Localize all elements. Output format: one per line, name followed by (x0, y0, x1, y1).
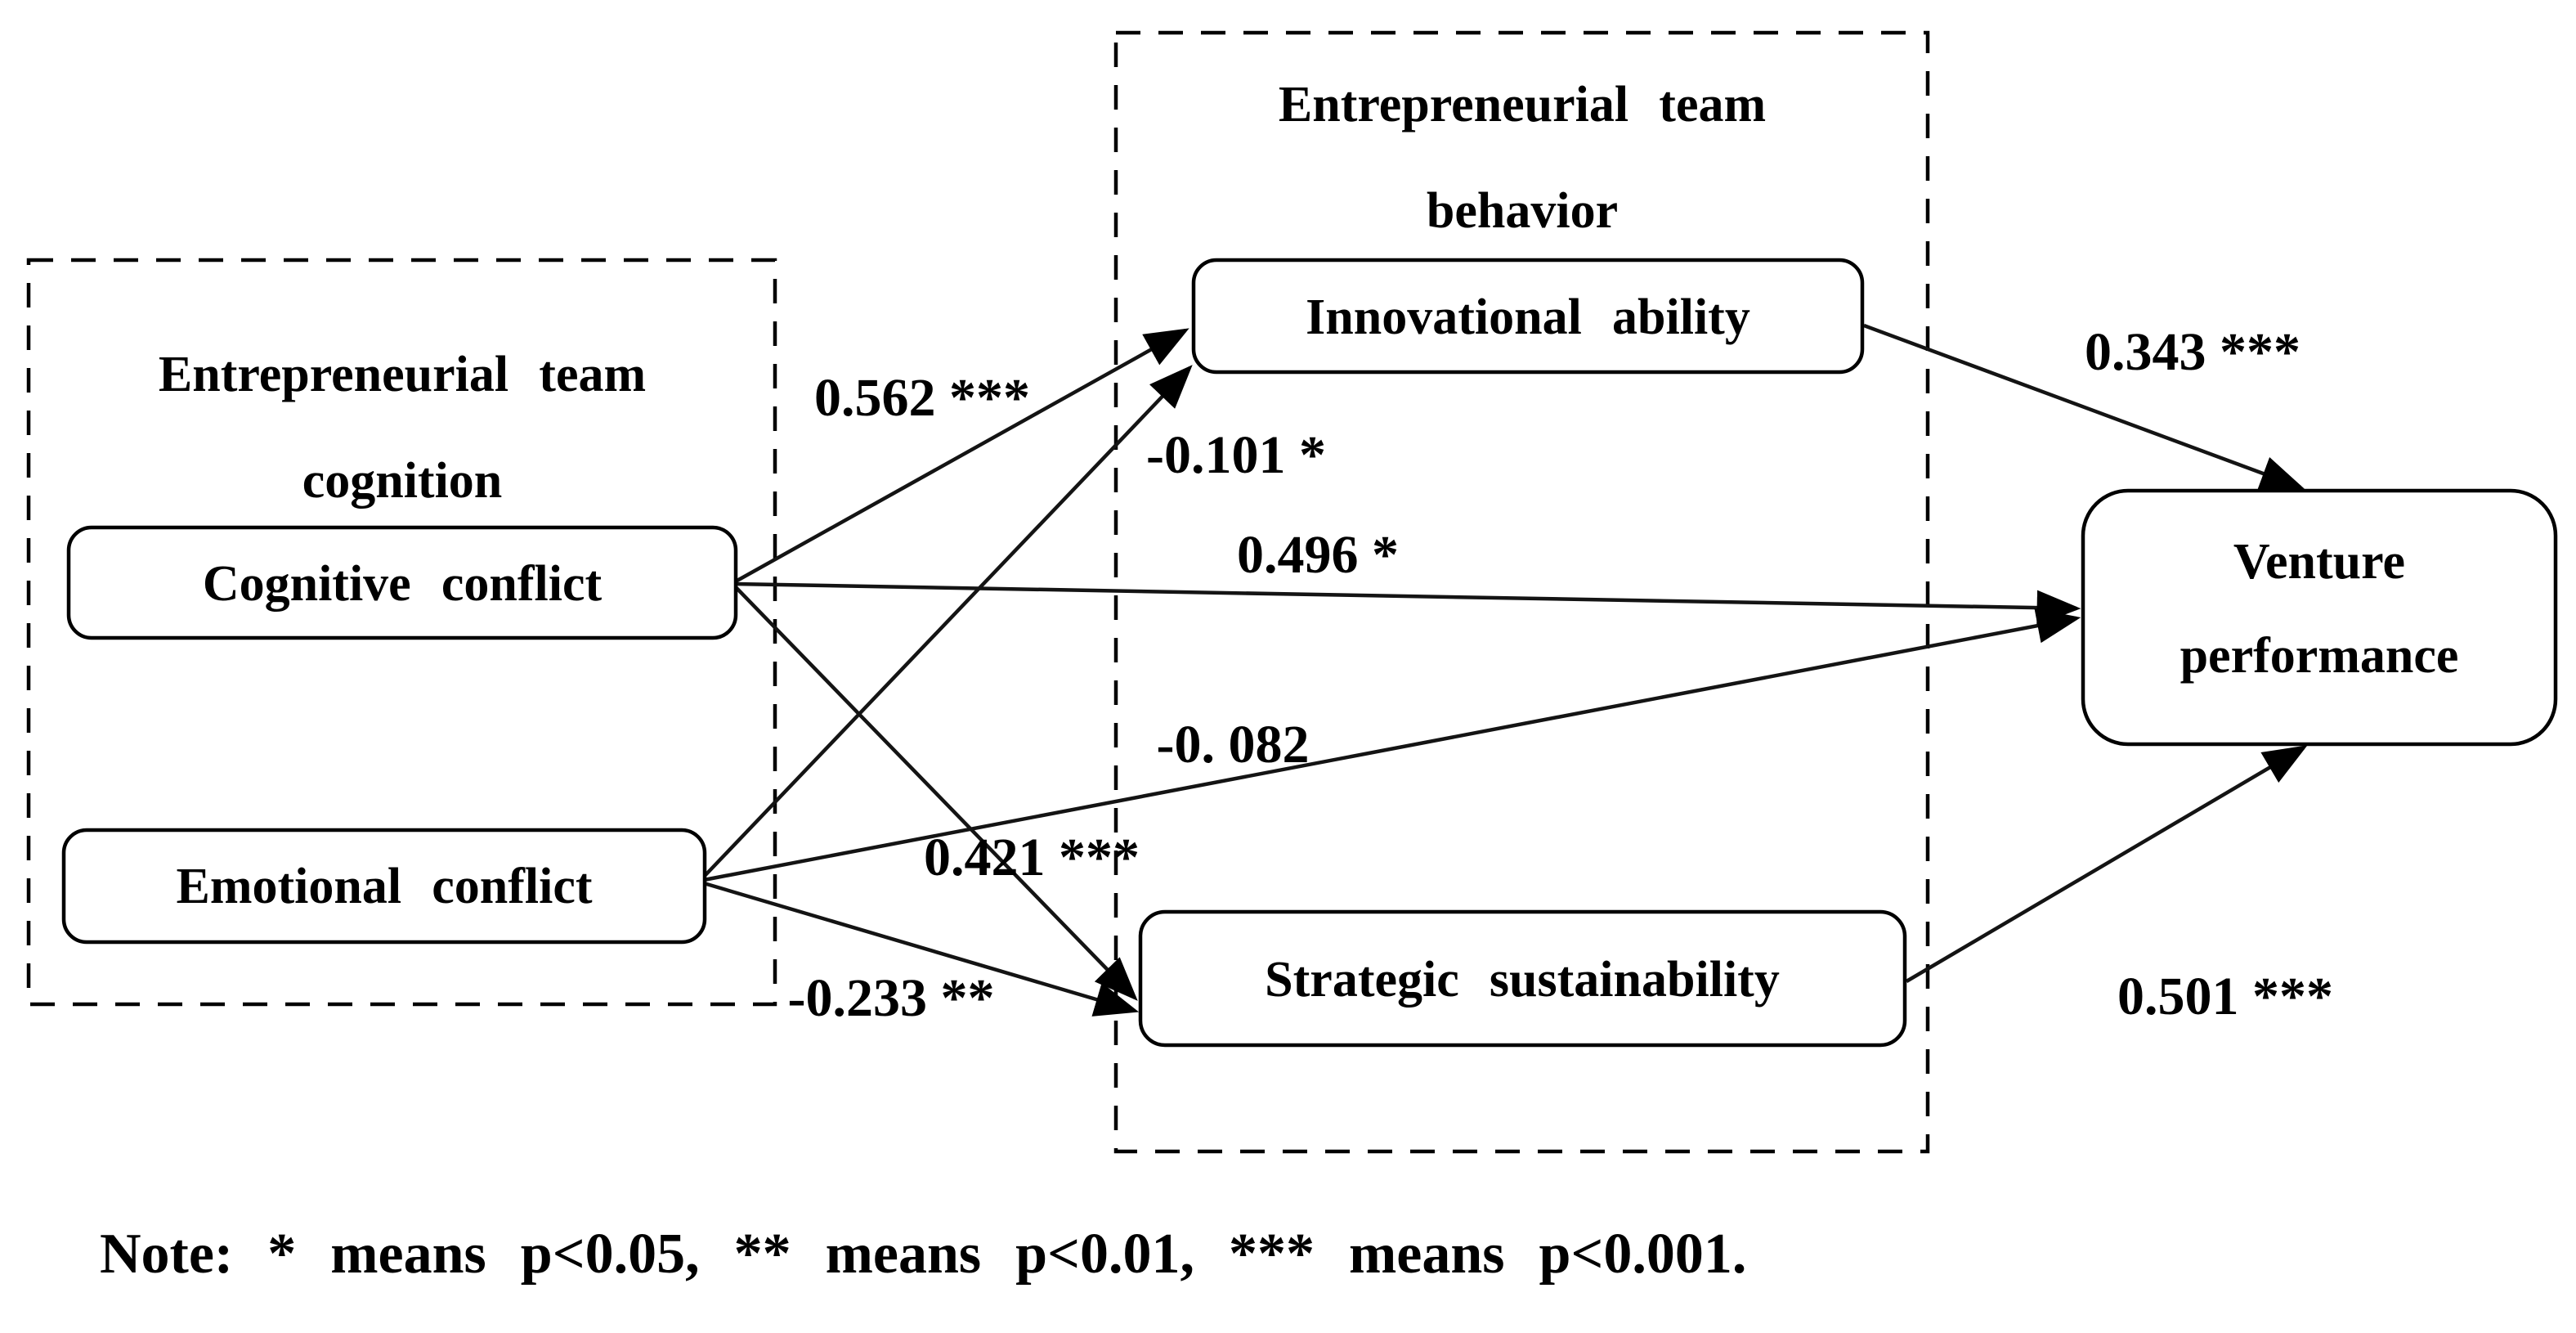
team-behavior-group-border (1113, 30, 1930, 1154)
venture-performance-label-line2: performance (2180, 628, 2459, 684)
path-cognitive-to-venture-line (733, 581, 2081, 626)
innovational-ability-label: Innovational ability (1306, 289, 1750, 345)
innovational-ability-box (1191, 258, 1865, 375)
path-emotional-to-strategic-line (703, 881, 1140, 1017)
coefficient-innovational-venture: 0.343 *** (2085, 322, 2300, 382)
team-behavior-title-line2: behavior (1427, 183, 1618, 239)
coefficient-emotional-strategic: -0.233 ** (788, 968, 995, 1028)
path-cognitive-to-innovational-line (732, 328, 1189, 584)
team-cognition-title-line1: Entrepreneurial team (159, 347, 646, 402)
coefficient-emotional-venture: -0. 082 (1157, 715, 1310, 774)
team-cognition-group-border (26, 258, 777, 1007)
team-behavior-title-line1: Entrepreneurial team (1279, 77, 1766, 132)
coefficient-cognitive-strategic: 0.421 *** (924, 828, 1140, 887)
coefficient-strategic-venture: 0.501 *** (2117, 967, 2333, 1026)
emotional-conflict-box (61, 828, 707, 945)
path-emotional-to-venture-line (703, 608, 2081, 882)
cognitive-conflict-box (66, 525, 738, 640)
venture-performance-label-line1: Venture (2233, 534, 2405, 590)
cognitive-conflict-label: Cognitive conflict (203, 556, 603, 612)
venture-performance-box (2081, 488, 2558, 747)
coefficient-cognitive-innovational: 0.562 *** (814, 368, 1030, 428)
strategic-sustainability-label: Strategic sustainability (1265, 952, 1780, 1008)
path-strategic-to-venture-line (1905, 745, 2308, 983)
path-innovational-to-venture-line (1863, 323, 2305, 491)
team-cognition-title-line2: cognition (302, 453, 503, 509)
coefficient-cognitive-venture: 0.496 * (1237, 525, 1399, 585)
emotional-conflict-label: Emotional conflict (176, 859, 592, 914)
coefficient-emotional-innovational: -0.101 * (1146, 425, 1326, 485)
path-emotional-to-innovational-line (702, 365, 1193, 878)
path-cognitive-to-strategic-line (732, 584, 1138, 1001)
strategic-sustainability-box (1138, 909, 1907, 1048)
significance-note: Note: * means p<0.05, ** means p<0.01, *… (100, 1223, 1746, 1286)
